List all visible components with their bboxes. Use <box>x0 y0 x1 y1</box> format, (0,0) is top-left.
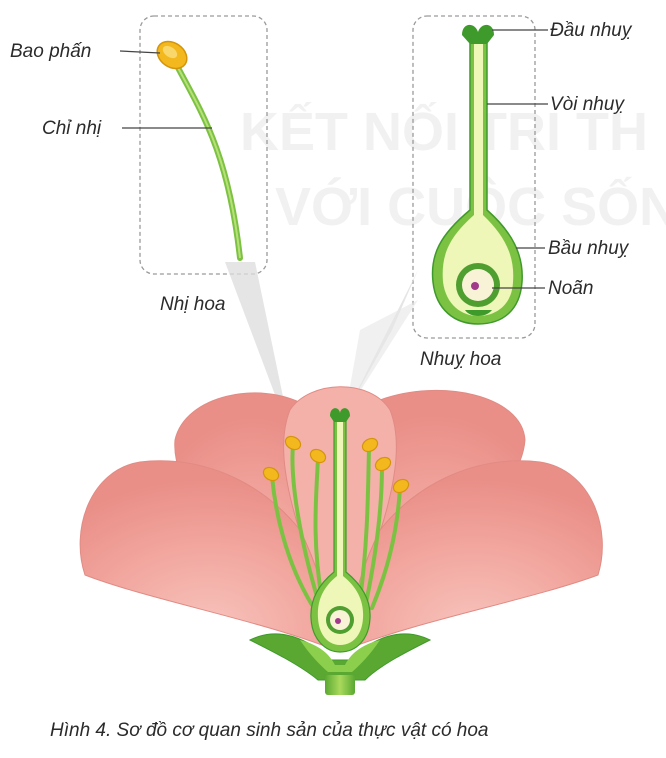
flower <box>79 386 603 695</box>
petal-right <box>344 460 603 651</box>
flower-filaments <box>270 443 402 610</box>
stamen-inset <box>119 15 268 275</box>
flower-stigma <box>330 408 350 422</box>
petal-left <box>79 460 336 651</box>
watermark: KẾT NỐI TRI TH VỚI CUỘC SỐN <box>240 102 666 237</box>
label-style: Vòi nhuỵ <box>550 94 624 115</box>
svg-text:KẾT NỐI TRI TH: KẾT NỐI TRI TH <box>240 102 648 162</box>
label-stigma: Đầu nhuỵ <box>550 20 632 41</box>
label-pistil-title: Nhuỵ hoa <box>420 349 502 370</box>
figure-caption: Hình 4. Sơ đồ cơ quan sinh sản của thực … <box>50 720 489 741</box>
flower-stem <box>325 675 355 695</box>
label-ovary: Bầu nhuỵ <box>548 238 629 259</box>
label-anther: Bao phấn <box>10 41 92 62</box>
label-filament: Chỉ nhị <box>42 118 102 139</box>
stamen-filament <box>172 59 243 261</box>
label-stamen-title: Nhị hoa <box>160 294 226 315</box>
stamen-inset-frame <box>139 15 268 275</box>
pistil-inset-frame <box>412 15 536 339</box>
anther-pointer <box>119 50 161 54</box>
label-ovule: Noãn <box>548 278 594 299</box>
pistil-ovule-dot <box>471 282 479 290</box>
pistil-stigma <box>462 24 494 44</box>
flower-anthers <box>262 435 410 494</box>
pistil-inset <box>412 15 548 339</box>
